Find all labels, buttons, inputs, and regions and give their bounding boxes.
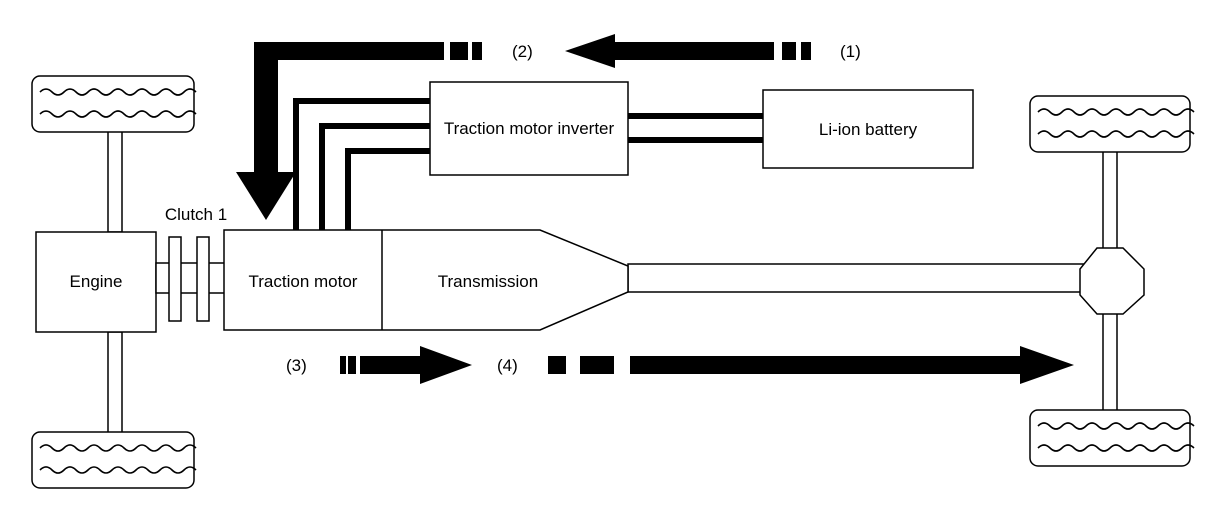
- propeller-shaft: [627, 263, 1085, 293]
- transmission-label: Transmission: [438, 272, 538, 291]
- front-left-wheel: [31, 75, 197, 133]
- flow-label-3: (3): [286, 356, 307, 375]
- motor-cable-1: [293, 98, 432, 230]
- flow-arrow-3: [340, 346, 472, 384]
- front-axle-lower: [107, 331, 123, 435]
- motor-cable-3: [345, 148, 432, 230]
- rear-left-wheel: [1029, 95, 1195, 153]
- flow-arrow-2: [236, 42, 482, 220]
- inverter-box: [429, 81, 629, 176]
- clutch-shaft: [155, 262, 227, 294]
- front-right-wheel: [31, 431, 197, 489]
- clutch-label: Clutch 1: [165, 205, 227, 224]
- front-axle-upper: [107, 129, 123, 233]
- battery-label: Li-ion battery: [819, 120, 918, 139]
- engine-box: [35, 231, 157, 333]
- flow-arrow-1: [565, 34, 811, 68]
- traction-motor-transmission-housing: [223, 229, 629, 331]
- traction-motor-label: Traction motor: [249, 272, 358, 291]
- flow-label-4: (4): [497, 356, 518, 375]
- rear-axle-upper: [1102, 149, 1118, 251]
- engine-label: Engine: [70, 272, 123, 291]
- battery-box: [762, 89, 974, 169]
- rear-right-wheel: [1029, 409, 1195, 467]
- motor-cable-2: [319, 123, 432, 230]
- clutch-plate-left: [168, 236, 182, 322]
- differential: [1079, 247, 1145, 315]
- flow-label-2: (2): [512, 42, 533, 61]
- flow-arrow-4: [548, 346, 1074, 384]
- inverter-label: Traction motor inverter: [444, 119, 615, 138]
- rear-axle-lower: [1102, 311, 1118, 413]
- flow-label-1: (1): [840, 42, 861, 61]
- clutch-plate-right: [196, 236, 210, 322]
